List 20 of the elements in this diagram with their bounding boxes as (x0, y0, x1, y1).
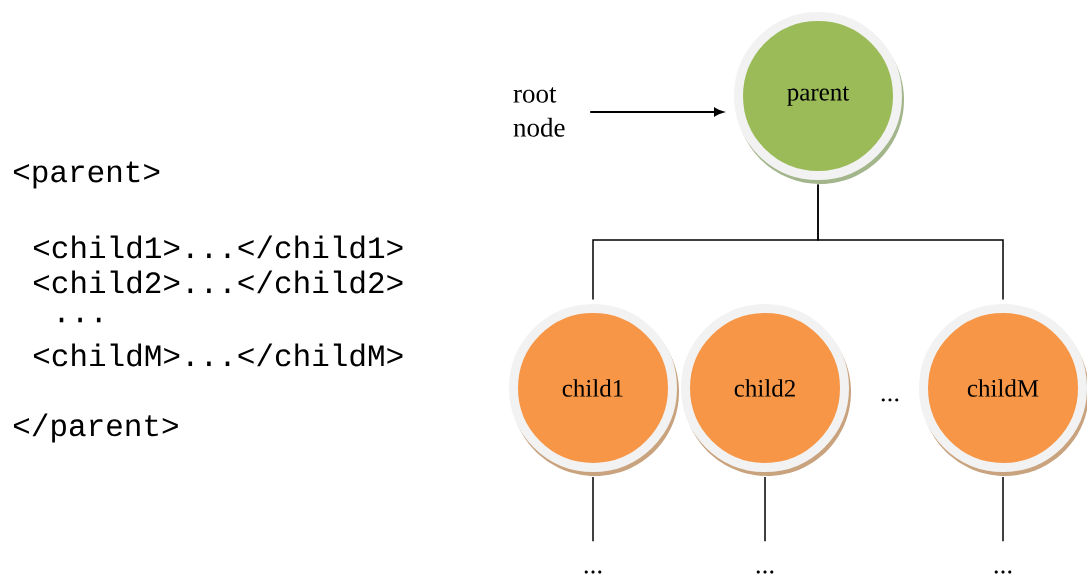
connector-line (817, 183, 1004, 301)
node-label: root node (513, 87, 565, 137)
code-line: ... (59, 317, 101, 323)
ellipsis: ... (994, 570, 1012, 574)
circle-node: child2 (681, 304, 851, 476)
circle-node: parent (734, 12, 904, 184)
ellipsis: ... (584, 570, 602, 574)
code-line: <child2>...</child2> (33, 270, 403, 294)
circle-node: child1 (509, 304, 679, 476)
ellipsis: ... (756, 570, 774, 574)
circle-node: childM (919, 304, 1087, 476)
connector-line (764, 476, 766, 542)
arrow (589, 107, 724, 117)
connector-line (592, 476, 594, 542)
ellipsis: ... (881, 398, 899, 402)
code-line: <parent> (13, 161, 160, 189)
code-line: <child1>...</child1> (33, 235, 403, 259)
code-line: <childM>...</childM> (33, 343, 403, 367)
connector-line (1002, 476, 1004, 542)
code-line: </parent> (13, 413, 178, 443)
